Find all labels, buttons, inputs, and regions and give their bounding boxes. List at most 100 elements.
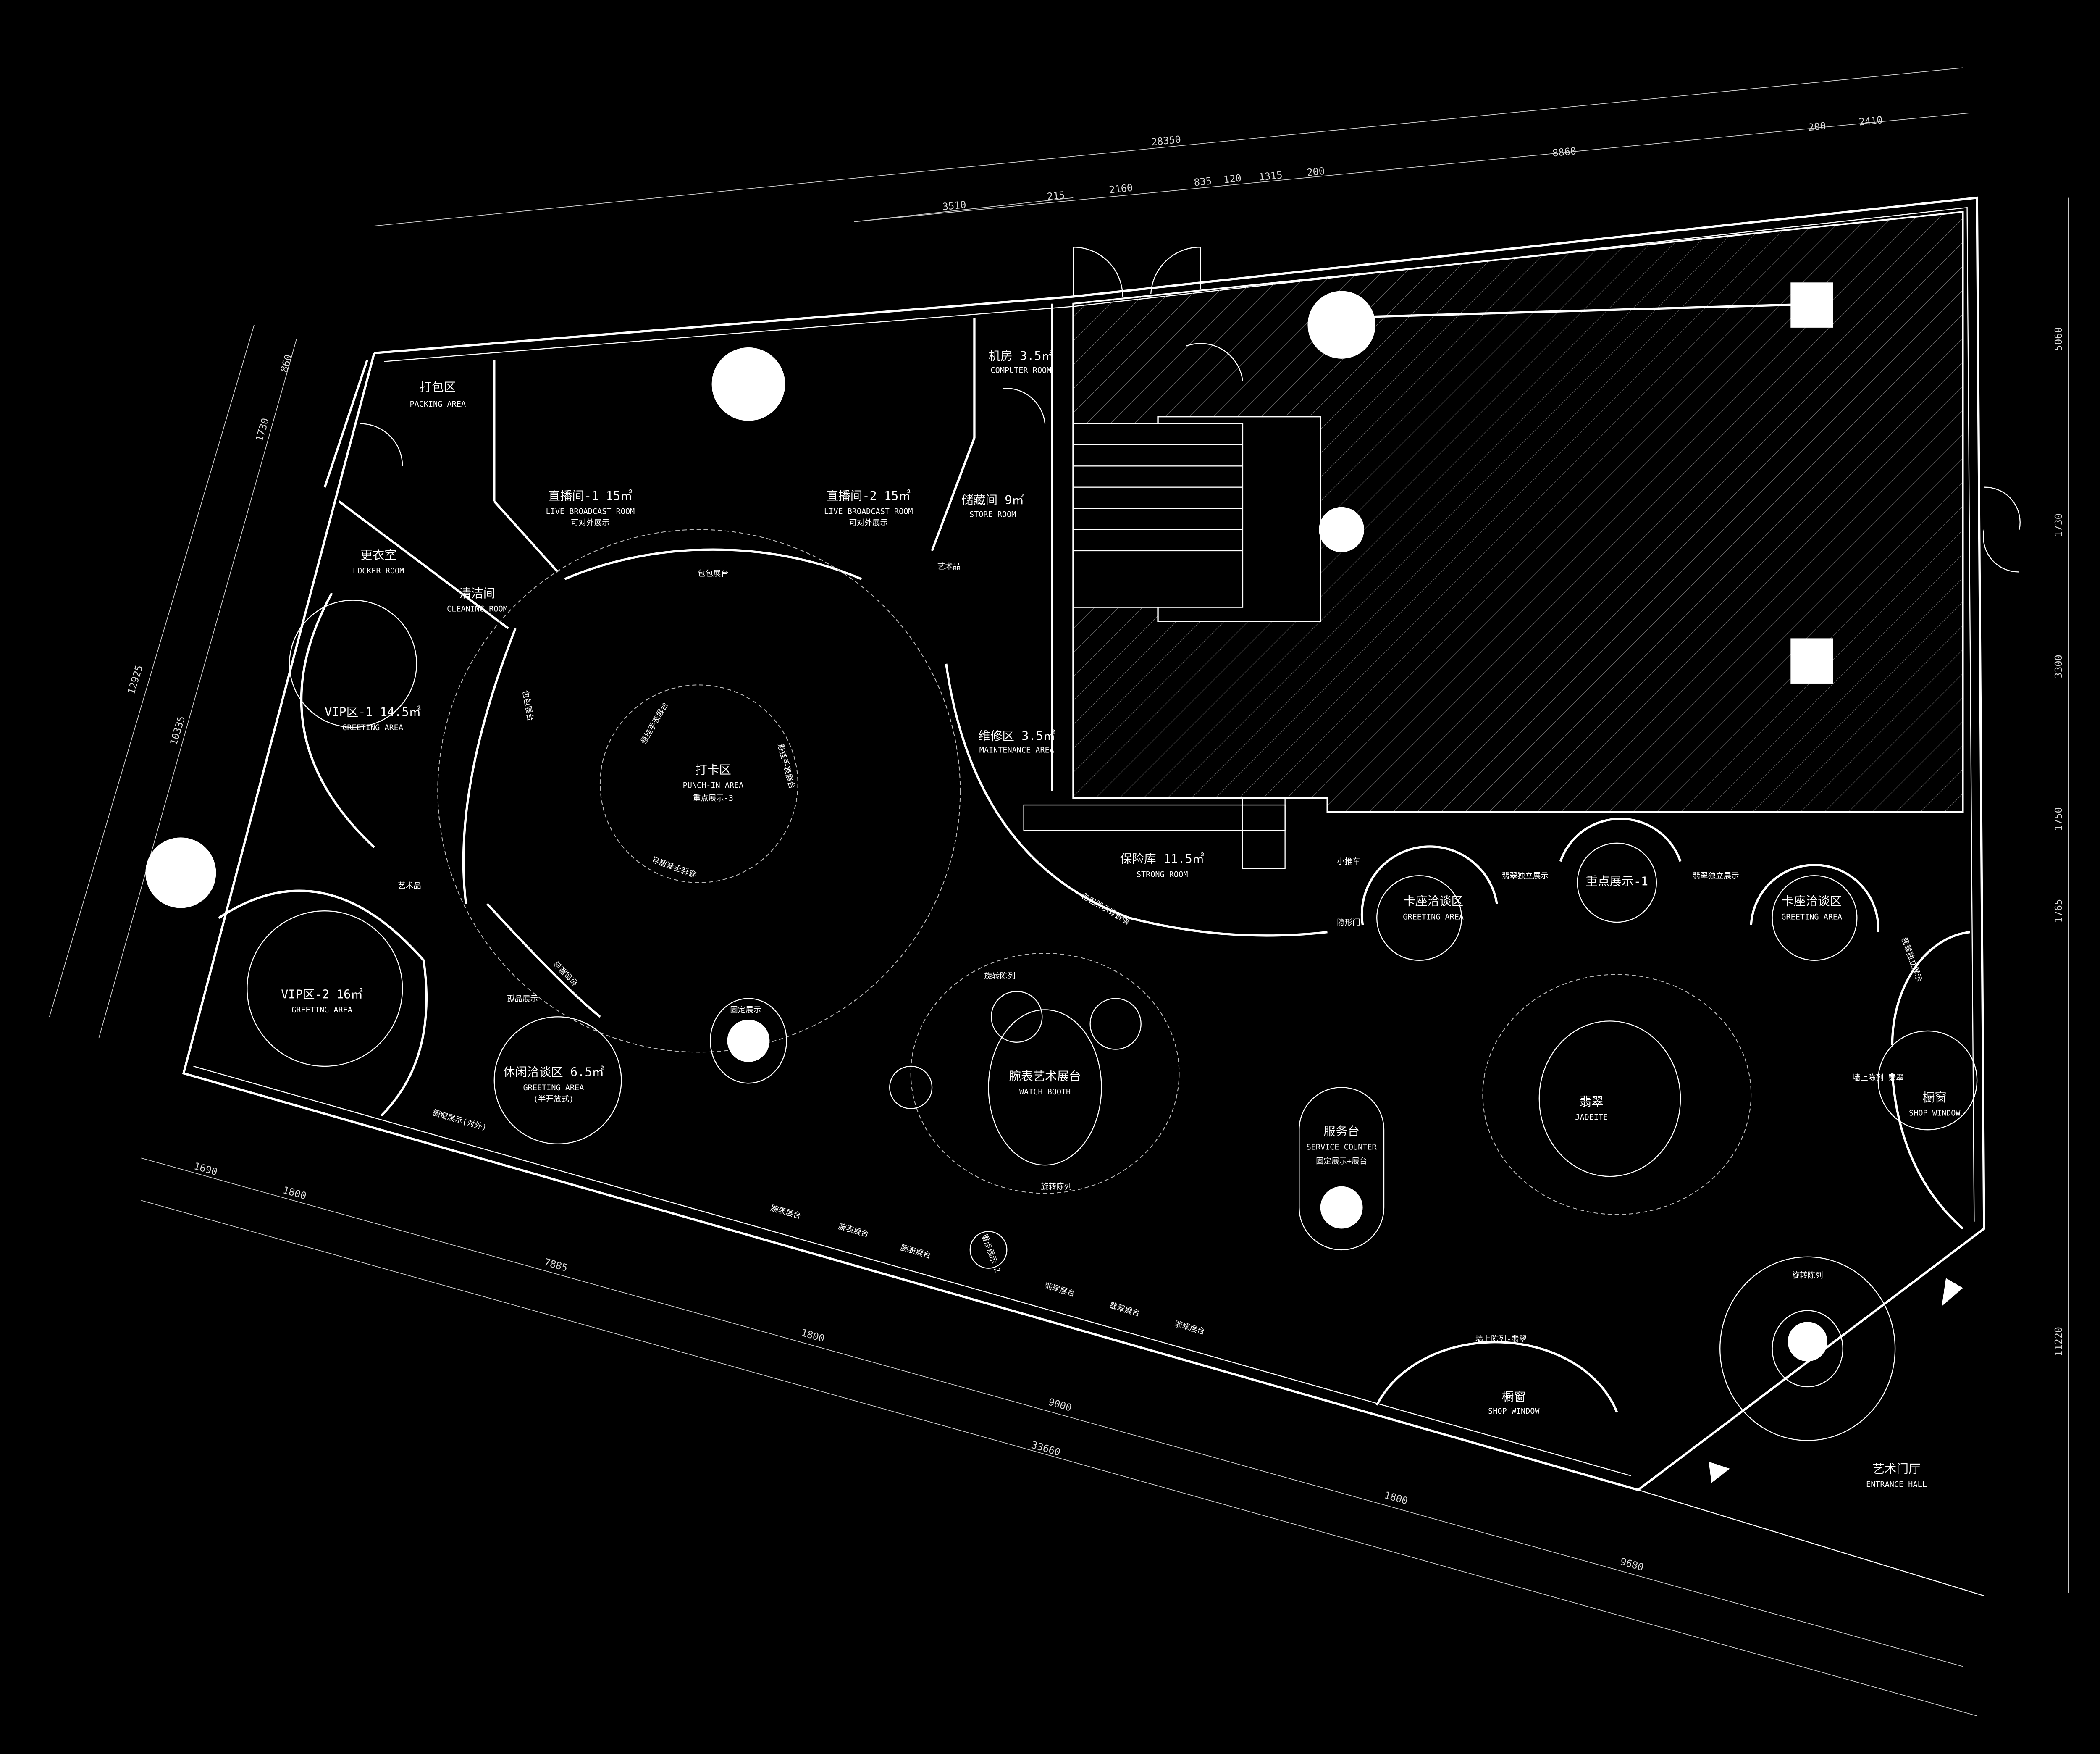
rotating-label: 旋转陈列: [1041, 1182, 1072, 1191]
column-round: [711, 347, 785, 421]
dim-bottom: 9680: [1619, 1555, 1645, 1573]
service-label-cn: 服务台: [1323, 1124, 1360, 1139]
column-round: [145, 837, 216, 908]
dim-top: 835: [1193, 175, 1212, 188]
watch-stand-label: 腕表展台: [837, 1222, 870, 1239]
dim-right: 5060: [2053, 327, 2064, 351]
punch-label-cn: 打卡区: [695, 763, 731, 777]
bag-wall-label: 包包展示背景墙: [1080, 891, 1131, 926]
entrance-label-en: ENTRANCE HALL: [1866, 1481, 1927, 1489]
dim-top: 215: [1047, 189, 1066, 202]
dim-top: 200: [1808, 120, 1827, 133]
locker-label-cn: 更衣室: [360, 548, 396, 562]
dim-left: 860: [278, 353, 294, 374]
bag-display-label: 包包展台: [520, 690, 535, 722]
jade-single-label: 翡翠独立展示: [1693, 872, 1739, 881]
shop-bottom-label-cn: 橱窗: [1502, 1390, 1526, 1404]
computer-label-cn: 机房 3.5㎡: [989, 349, 1054, 363]
wall-jade-label: 墙上陈列-翡翠: [1853, 1074, 1904, 1083]
cleaning-label-cn: 清洁间: [459, 586, 496, 600]
watch-label-cn: 腕表艺术展台: [1009, 1069, 1081, 1083]
packing-label-en: PACKING AREA: [410, 400, 466, 409]
rotating-label: 旋转陈列: [984, 972, 1015, 981]
dim-top: 3510: [942, 199, 967, 213]
dim-left-total: 12925: [125, 664, 145, 696]
maintenance-label-cn: 维修区 3.5㎡: [978, 728, 1055, 743]
watch-stand-label: 腕表展台: [900, 1243, 932, 1260]
feature1-label: 重点展示-1: [1586, 874, 1648, 889]
hanging-watch-label: 悬挂手表展台: [639, 701, 670, 746]
hanging-watch-label: 悬挂手表展台: [651, 855, 698, 879]
art-label: 艺术品: [398, 881, 421, 890]
watch-label-en: WATCH BOOTH: [1019, 1088, 1071, 1097]
jade-stand-label: 翡翠展台: [1173, 1320, 1206, 1337]
computer-label-en: COMPUTER ROOM: [991, 366, 1052, 375]
watch-stand-label: 腕表展台: [769, 1204, 802, 1221]
fixed-display-column: [727, 1020, 770, 1062]
staircase: [1072, 423, 1244, 608]
strong-label-cn: 保险库 11.5㎡: [1120, 852, 1204, 866]
bag-display-label: 包包展台: [698, 569, 729, 578]
dim-bottom: 1800: [1383, 1489, 1409, 1507]
hidden-door-label: 隐形门: [1337, 918, 1360, 927]
cart-label: 小推车: [1337, 857, 1360, 866]
dim-right: 3300: [2053, 655, 2064, 678]
dim-right: 11220: [2053, 1327, 2064, 1357]
live2-note: 可对外展示: [849, 518, 888, 527]
dimension-labels: 28350 8860 200 2410 3510 215 2160 835 12…: [125, 114, 2064, 1573]
shop-right-label-en: SHOP WINDOW: [1909, 1109, 1961, 1118]
interior-walls: [218, 303, 1970, 1413]
vip2-label-en: GREETING AREA: [291, 1006, 352, 1015]
dim-bottom: 1800: [800, 1327, 826, 1345]
maintenance-label-en: MAINTENANCE AREA: [979, 746, 1054, 755]
dim-top-total: 28350: [1151, 134, 1181, 148]
room-labels: 打包区 PACKING AREA 直播间-1 15㎡ LIVE BROADCAS…: [281, 349, 1961, 1489]
live1-note: 可对外展示: [571, 518, 609, 527]
rotating-label: 旋转陈列: [1792, 1271, 1823, 1280]
dim-top: 200: [1306, 165, 1325, 179]
column-round: [1307, 291, 1376, 359]
dim-bottom-total: 33660: [1030, 1439, 1062, 1458]
store-label-en: STORE ROOM: [969, 510, 1016, 519]
art-label: 艺术品: [937, 563, 961, 571]
core-hatched-area: [1072, 210, 1964, 813]
strong-label-en: STRONG ROOM: [1137, 870, 1188, 879]
dim-top: 2410: [1858, 114, 1883, 128]
service-label-en: SERVICE COUNTER: [1307, 1143, 1377, 1152]
vip1-label-cn: VIP区-1 14.5㎡: [325, 705, 421, 719]
jadeite-label-cn: 翡翠: [1580, 1094, 1604, 1109]
dim-bottom: 9000: [1047, 1396, 1073, 1414]
dim-right: 1730: [2053, 513, 2064, 537]
entrance-arrow-icon: [1942, 1278, 1963, 1307]
dim-left: 10335: [168, 715, 187, 747]
store-label-cn: 储藏间 9㎡: [961, 493, 1024, 507]
service-note: 固定展示+展台: [1316, 1157, 1367, 1166]
jade-stand-label: 翡翠展台: [1044, 1281, 1076, 1299]
punch-note: 重点展示-3: [693, 794, 733, 803]
unique-display-label: 孤品展示: [507, 994, 538, 1003]
dim-right: 1750: [2053, 807, 2064, 831]
dim-top: 2160: [1108, 182, 1133, 196]
greeting-right-label-cn: 卡座洽谈区: [1782, 894, 1842, 908]
shop-right-label-cn: 橱窗: [1923, 1090, 1947, 1104]
hanging-watch-label: 悬挂手表展台: [776, 743, 796, 790]
wall-jade-label: 墙上陈列-翡翠: [1475, 1335, 1527, 1344]
entrance-column: [1788, 1322, 1827, 1362]
greeting-left-label-en: GREETING AREA: [1403, 913, 1464, 921]
window-display-label: 橱窗展示(对外): [431, 1109, 488, 1133]
column: [1790, 282, 1833, 328]
doors: [360, 247, 2021, 573]
jade-stand-label: 翡翠展台: [1108, 1301, 1141, 1318]
greeting-right-label-en: GREETING AREA: [1781, 913, 1842, 921]
live1-label-en: LIVE BROADCAST ROOM: [546, 508, 635, 516]
dim-right: 1765: [2053, 899, 2064, 923]
leisure-label-cn: 休闲洽谈区 6.5㎡: [503, 1065, 604, 1079]
dimension-lines: [49, 67, 2069, 1717]
leisure-label-en: GREETING AREA: [523, 1083, 584, 1092]
greeting-left-label-cn: 卡座洽谈区: [1403, 894, 1463, 908]
live2-label-en: LIVE BROADCAST ROOM: [824, 508, 913, 516]
live2-label-cn: 直播间-2 15㎡: [827, 489, 911, 503]
jade-single-label: 翡翠独立展示: [1502, 872, 1549, 881]
cleaning-label-en: CLEANING ROOM: [447, 605, 508, 614]
